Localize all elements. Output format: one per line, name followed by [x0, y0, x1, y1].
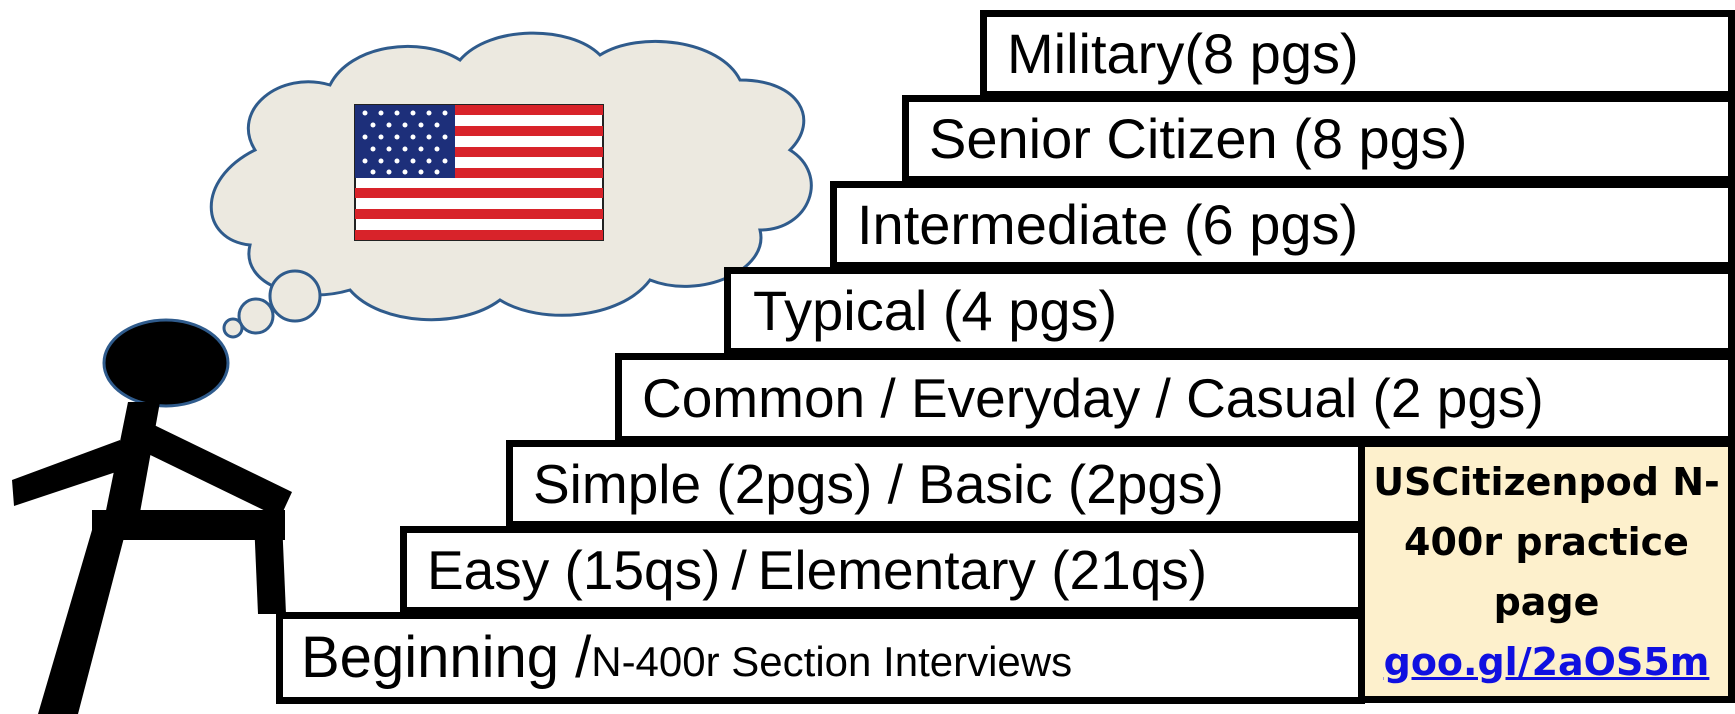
step-easy-label: Easy (15qs) / Elementary (21qs) — [427, 538, 1208, 601]
step-beginning: Beginning / N-400r Section Interviews — [276, 612, 1365, 704]
us-flag-icon — [354, 104, 604, 241]
step-simple: Simple (2pgs) / Basic (2pgs) — [506, 440, 1365, 528]
practice-page-box: USCitizenpod N- 400r practice page goo.g… — [1358, 440, 1735, 703]
practice-page-link[interactable]: goo.gl/2aOS5m — [1383, 639, 1710, 684]
step-typical: Typical (4 pgs) — [724, 267, 1735, 355]
step-typical-label: Typical (4 pgs) — [753, 279, 1118, 342]
practice-page-line1: USCitizenpod N- — [1373, 459, 1720, 504]
step-military-label: Military(8 pgs) — [1007, 22, 1359, 85]
step-senior-citizen-label: Senior Citizen (8 pgs) — [929, 107, 1468, 170]
practice-page-line2: 400r practice — [1404, 519, 1689, 564]
step-senior-citizen: Senior Citizen (8 pgs) — [902, 95, 1735, 183]
step-beginning-sublabel: N-400r Section Interviews — [591, 638, 1073, 685]
step-beginning-label: Beginning / — [301, 625, 592, 690]
stick-figure-icon — [12, 318, 292, 714]
step-intermediate: Intermediate (6 pgs) — [830, 181, 1735, 269]
step-common: Common / Everyday / Casual (2 pgs) — [615, 353, 1735, 443]
practice-page-line3: page — [1493, 579, 1600, 624]
step-common-label: Common / Everyday / Casual (2 pgs) — [642, 366, 1544, 429]
step-intermediate-label: Intermediate (6 pgs) — [857, 193, 1359, 256]
step-easy: Easy (15qs) / Elementary (21qs) — [400, 526, 1365, 614]
step-military: Military(8 pgs) — [980, 10, 1735, 98]
step-simple-label: Simple (2pgs) / Basic (2pgs) — [533, 452, 1224, 515]
